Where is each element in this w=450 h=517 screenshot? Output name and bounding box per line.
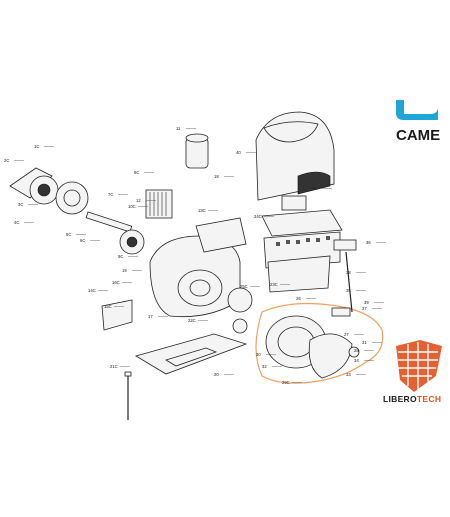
callout-label: 12 xyxy=(136,198,141,203)
came-logo-mark xyxy=(396,100,438,120)
pinion-assembly xyxy=(9,167,145,255)
callout-labels: 1C 2C 3C 4C 5C 6C 7C 8C 9C 10C 11 12 13C 14C 15C 16C 17 1… xyxy=(4,126,386,385)
liberotech-logo: LIBEROTECH xyxy=(383,340,442,404)
release-cover-assembly xyxy=(227,287,360,379)
limit-switch-bracket xyxy=(331,239,357,317)
callout-label: 35 xyxy=(346,288,351,293)
callout-label: 2C xyxy=(4,158,9,163)
callout-label: 13C xyxy=(198,208,206,213)
side-panel xyxy=(101,299,133,331)
came-logo-text: CAME xyxy=(396,127,440,144)
callout-label: 18 xyxy=(214,174,219,179)
capacitor xyxy=(185,133,209,169)
callout-label: 31 xyxy=(362,340,367,345)
callout-label: 8C xyxy=(134,170,139,175)
callout-label: 21C xyxy=(110,364,118,369)
callout-label: 4C xyxy=(14,220,19,225)
callout-label: 11 xyxy=(176,126,181,131)
anchor-bolt xyxy=(124,371,132,420)
base-plate xyxy=(134,333,248,375)
callout-label: 40 xyxy=(236,150,241,155)
callout-label: 25C xyxy=(240,284,248,289)
callout-label: 10C xyxy=(128,204,136,209)
callout-label: 22C xyxy=(188,318,196,323)
liberotech-logo-mark xyxy=(396,340,442,392)
callout-label: 16C xyxy=(112,280,120,285)
callout-label: 37 xyxy=(362,306,367,311)
callout-label: 3C xyxy=(18,202,23,207)
callout-label: 26 xyxy=(296,296,301,301)
callout-label: 7C xyxy=(108,192,113,197)
control-board xyxy=(261,195,343,293)
callout-label: 28 xyxy=(354,348,359,353)
callout-label: 14C xyxy=(88,288,96,293)
callout-label: 39 xyxy=(364,300,369,305)
callout-label: 20 xyxy=(214,372,219,377)
callout-label: 41 xyxy=(312,186,317,191)
gearbox-housing xyxy=(149,217,247,317)
callout-label: 5C xyxy=(66,232,71,237)
liberotech-name-part1: LIBERO xyxy=(383,394,417,404)
callout-label: 23C xyxy=(270,282,278,287)
callout-label: 38 xyxy=(346,270,351,275)
callout-label: 24C xyxy=(254,214,262,219)
callout-label: 6C xyxy=(80,238,85,243)
came-logo: CAME xyxy=(396,100,440,144)
motor-cover xyxy=(255,111,335,201)
callout-label: 9C xyxy=(118,254,123,259)
highlight-outline xyxy=(255,302,384,384)
transformer xyxy=(145,189,173,219)
callout-label: 30 xyxy=(256,352,261,357)
liberotech-name-part2: TECH xyxy=(417,394,441,404)
callout-label: 1C xyxy=(34,144,39,149)
callout-label: 19 xyxy=(122,268,127,273)
liberotech-logo-text: LIBEROTECH xyxy=(383,394,441,404)
callout-label: 17 xyxy=(148,314,153,319)
callout-label: 15C xyxy=(104,304,112,309)
callout-label: 27 xyxy=(344,332,349,337)
callout-label: 36 xyxy=(366,240,371,245)
callout-label: 34 xyxy=(354,358,359,363)
callout-label: 33 xyxy=(346,372,351,377)
callout-label: 32 xyxy=(262,364,267,369)
callout-label: 29C xyxy=(282,380,290,385)
